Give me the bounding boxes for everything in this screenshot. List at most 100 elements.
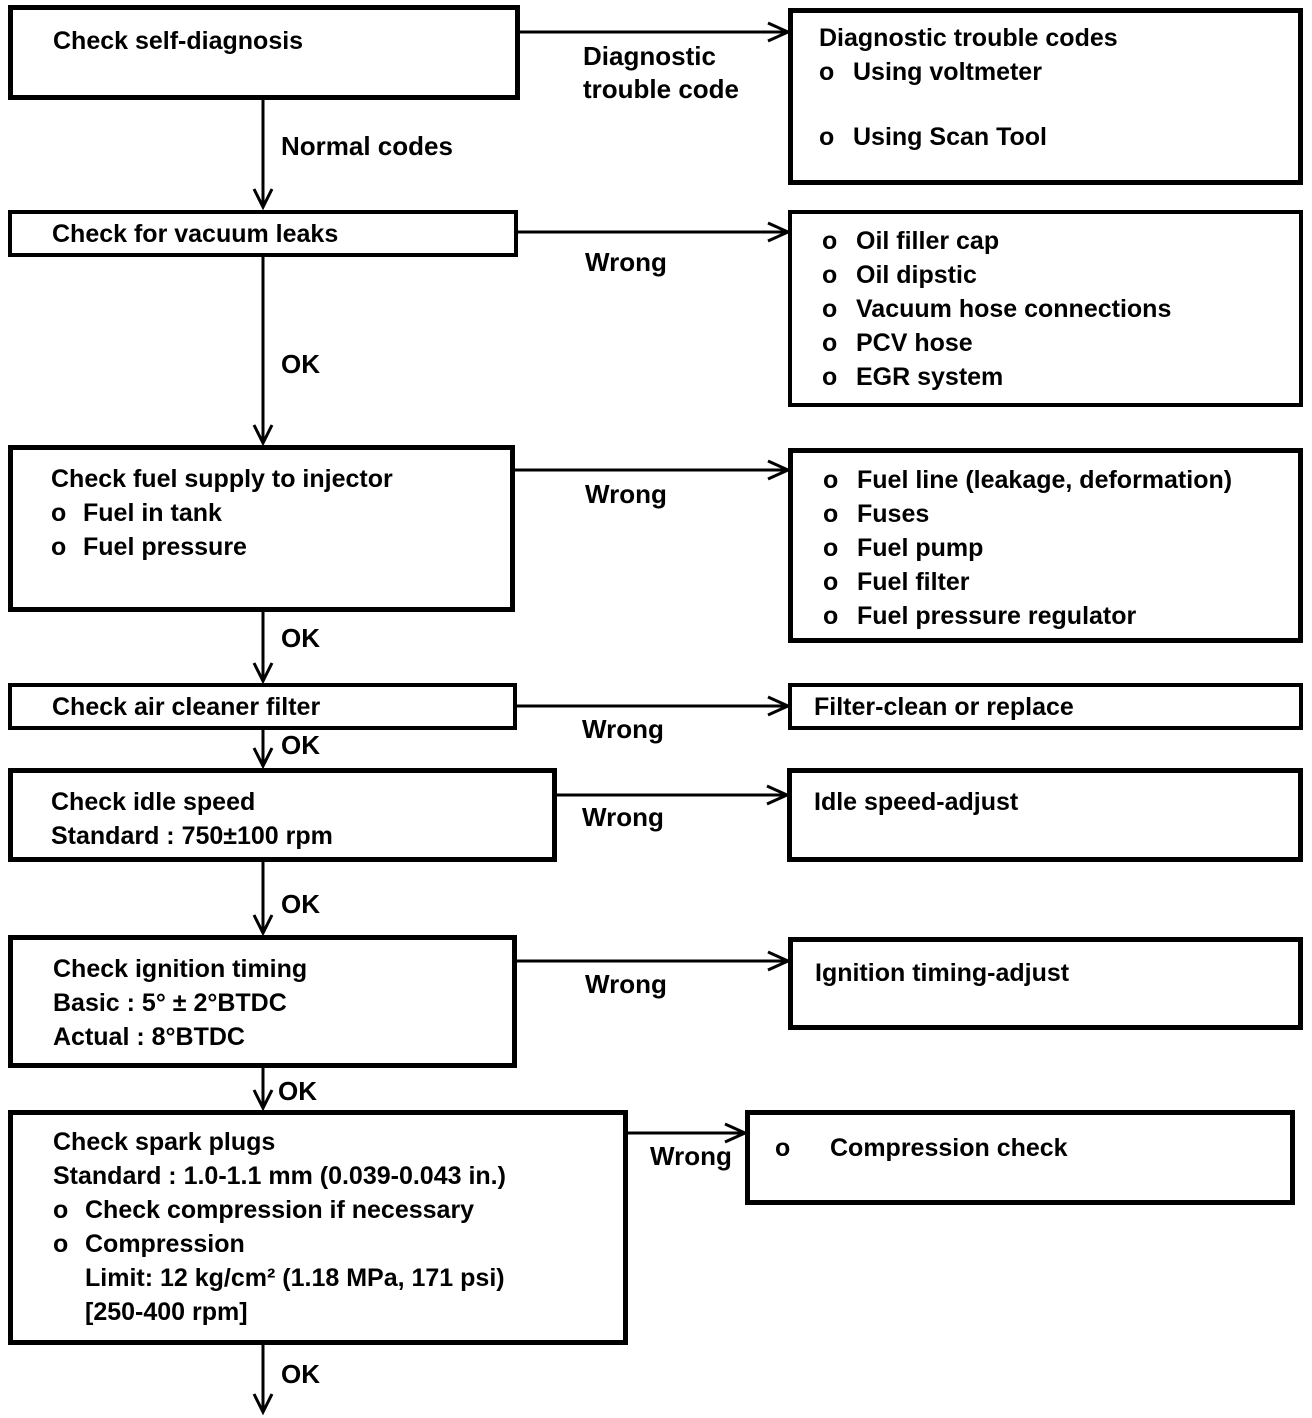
list-item-text: Oil dipstic xyxy=(856,261,977,289)
edge-label-ok-air: OK xyxy=(281,730,320,760)
bullet-marker: o xyxy=(822,227,838,255)
node-check-fuel-supply: Check fuel supply to injector o Fuel in … xyxy=(8,445,515,612)
list-item: o Fuel in tank xyxy=(51,496,510,530)
arrow-ok-spark-head xyxy=(252,1393,274,1416)
node-title: Check fuel supply to injector xyxy=(51,465,393,493)
edge-label-wrong-spark: Wrong xyxy=(650,1141,732,1171)
node-filter-action: Filter-clean or replace xyxy=(788,683,1303,730)
list-item: o Using voltmeter xyxy=(819,55,1298,89)
edge-label-ok-spark: OK xyxy=(281,1359,320,1389)
list-item: o Using Scan Tool xyxy=(819,120,1298,154)
bullet-marker: o xyxy=(822,329,838,357)
node-ignition-action: Ignition timing-adjust xyxy=(788,937,1303,1030)
node-diagnostic-trouble-codes: Diagnostic trouble codes o Using voltmet… xyxy=(788,8,1303,185)
list-item-text: Fuel pressure xyxy=(83,533,247,561)
list-item: o Compression check xyxy=(775,1131,1290,1165)
edge-label-wrong-idle: Wrong xyxy=(582,802,664,832)
node-idle-action: Idle speed-adjust xyxy=(787,768,1303,862)
bullet-marker: o xyxy=(823,568,839,596)
node-check-idle-speed: Check idle speed Standard : 750±100 rpm xyxy=(8,768,557,862)
list-item-text: Fuel pressure regulator xyxy=(857,602,1137,630)
list-item: o Oil dipstic xyxy=(822,258,1299,292)
node-check-vacuum-leaks: Check for vacuum leaks xyxy=(8,210,518,257)
bullet-marker: o xyxy=(819,123,835,151)
list-item-text: Compression xyxy=(85,1230,245,1258)
list-item: o EGR system xyxy=(822,360,1299,394)
node-spec: Standard : 750±100 rpm xyxy=(51,822,333,850)
bullet-marker: o xyxy=(823,500,839,528)
bullet-marker: o xyxy=(822,363,838,391)
bullet-marker: o xyxy=(775,1134,791,1162)
bullet-marker: o xyxy=(822,261,838,289)
bullet-marker: o xyxy=(822,295,838,323)
node-title: Check idle speed xyxy=(51,788,256,816)
list-item-text: EGR system xyxy=(856,363,1004,391)
arrow-ok-fuel-head xyxy=(252,662,274,685)
arrow-wrong-idle-head xyxy=(766,784,791,806)
list-item: o Fuses xyxy=(823,497,1298,531)
bullet-marker: o xyxy=(51,533,67,561)
list-item-text: Compression check xyxy=(830,1134,1068,1162)
bullet-marker: o xyxy=(823,534,839,562)
arrow-dtc-head xyxy=(767,21,792,43)
arrow-ok-ignition-head xyxy=(252,1089,274,1112)
edge-label-wrong-vacuum: Wrong xyxy=(585,247,667,277)
node-spec-continuation: [250-400 rpm] xyxy=(85,1298,248,1326)
list-item-text: Fuses xyxy=(857,500,930,528)
node-title: Check self-diagnosis xyxy=(53,27,304,55)
edge-label-wrong-fuel: Wrong xyxy=(585,479,667,509)
list-item: o Compression xyxy=(53,1227,623,1261)
node-title: Filter-clean or replace xyxy=(814,692,1074,721)
edge-label-ok-idle: OK xyxy=(281,889,320,919)
bullet-marker: o xyxy=(823,466,839,494)
node-spec: Basic : 5° ± 2°BTDC xyxy=(53,989,287,1017)
list-item-text: Fuel filter xyxy=(857,568,970,596)
node-check-self-diagnosis: Check self-diagnosis xyxy=(8,5,520,100)
edge-label-wrong-air: Wrong xyxy=(582,714,664,744)
node-title: Check for vacuum leaks xyxy=(52,219,339,248)
node-compression-action: o Compression check xyxy=(745,1110,1295,1205)
bullet-marker: o xyxy=(51,499,67,527)
list-item: o Fuel line (leakage, deformation) xyxy=(823,463,1298,497)
arrow-wrong-fuel-head xyxy=(767,459,792,481)
edge-label-diagnostic-trouble-code: Diagnostic trouble code xyxy=(583,41,740,104)
node-title: Check spark plugs xyxy=(53,1128,276,1156)
node-title: Ignition timing-adjust xyxy=(815,959,1070,987)
list-item-text: Using voltmeter xyxy=(853,58,1042,86)
list-item-text: Fuel line (leakage, deformation) xyxy=(857,466,1233,494)
list-item-text: Fuel in tank xyxy=(83,499,222,527)
arrow-ok-idle-head xyxy=(252,914,274,937)
bullet-marker: o xyxy=(823,602,839,630)
arrow-wrong-air-head xyxy=(767,695,792,717)
edge-label-wrong-ignition: Wrong xyxy=(585,969,667,999)
arrow-ok-vacuum-head xyxy=(252,424,274,447)
bullet-marker: o xyxy=(53,1230,69,1258)
list-item-text: Using Scan Tool xyxy=(853,123,1047,151)
edge-label-normal-codes: Normal codes xyxy=(281,131,453,161)
node-check-air-cleaner: Check air cleaner filter xyxy=(8,683,517,730)
node-title: Check ignition timing xyxy=(53,955,308,983)
node-check-spark-plugs: Check spark plugs Standard : 1.0-1.1 mm … xyxy=(8,1110,628,1345)
list-item: o Fuel pressure xyxy=(51,530,510,564)
list-item: o Fuel pressure regulator xyxy=(823,599,1298,633)
list-item: o Oil filler cap xyxy=(822,224,1299,258)
node-title: Idle speed-adjust xyxy=(814,788,1019,816)
edge-label-ok-ignition: OK xyxy=(278,1076,317,1106)
node-spec: Standard : 1.0-1.1 mm (0.039-0.043 in.) xyxy=(53,1162,506,1190)
node-title: Diagnostic trouble codes xyxy=(819,24,1118,52)
bullet-marker: o xyxy=(53,1196,69,1224)
list-item-text: Fuel pump xyxy=(857,534,984,562)
node-check-ignition-timing: Check ignition timing Basic : 5° ± 2°BTD… xyxy=(8,935,517,1068)
edge-label-ok-vacuum: OK xyxy=(281,349,320,379)
list-item-text: Check compression if necessary xyxy=(85,1196,475,1224)
node-title: Check air cleaner filter xyxy=(52,692,321,721)
list-item-text: Oil filler cap xyxy=(856,227,1000,255)
edge-label-ok-fuel: OK xyxy=(281,623,320,653)
arrow-normal-codes-head xyxy=(252,188,274,211)
list-item: o Check compression if necessary xyxy=(53,1193,623,1227)
